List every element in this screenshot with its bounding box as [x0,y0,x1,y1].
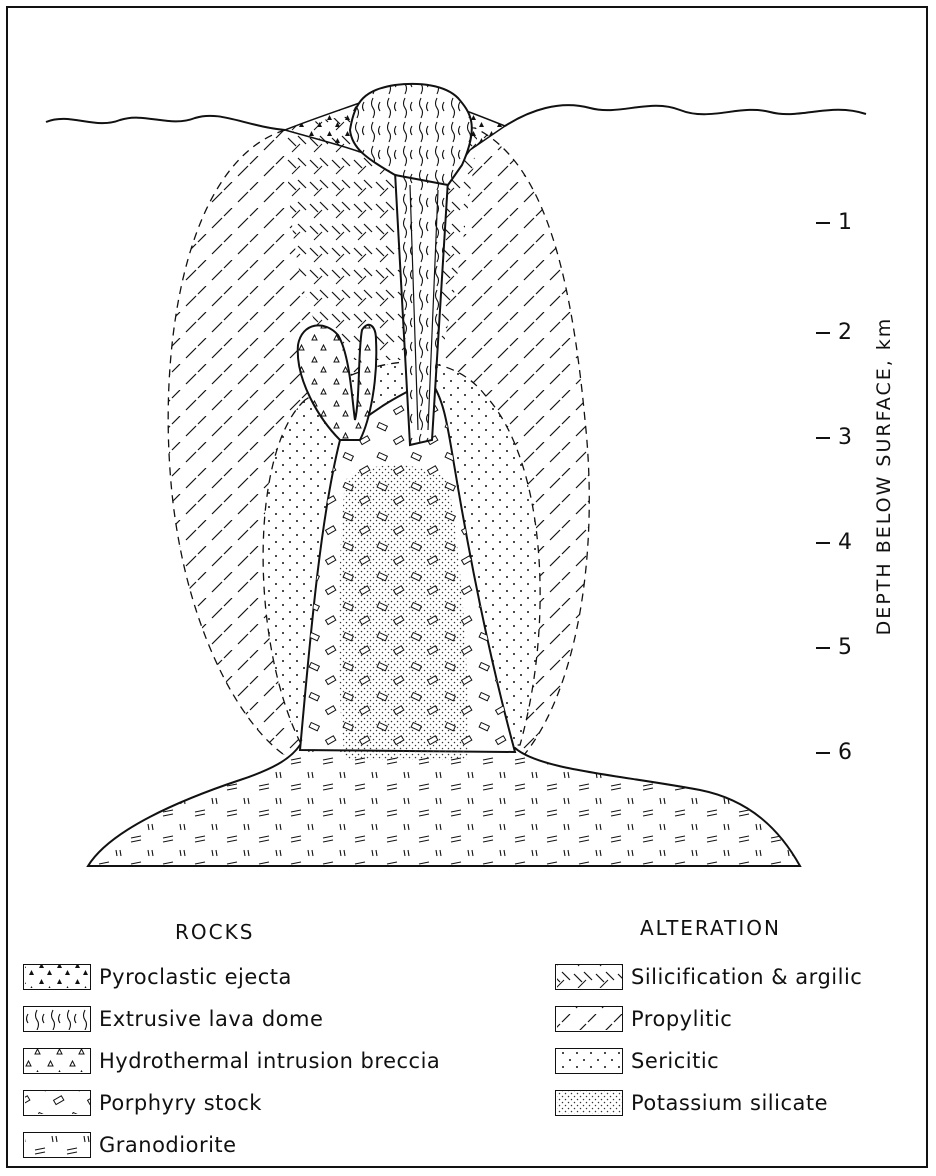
legend-item-pyroclastic-ejecta: Pyroclastic ejecta [23,962,292,992]
depth-tick-3: 3 [816,425,852,450]
depth-tick-1: 1 [816,210,852,235]
legend-item-granodiorite: Granodiorite [23,1130,237,1160]
legend-item-extrusive-lava-dome: Extrusive lava dome [23,1004,323,1034]
granodiorite-swatch [23,1132,91,1158]
pyroclastic-swatch [23,964,91,990]
alteration-legend-title: ALTERATION [640,916,781,940]
legend-item-sericitic: Sericitic [555,1046,719,1076]
breccia-swatch [23,1048,91,1074]
depth-tick-4: 4 [816,530,852,555]
porphyry-swatch [23,1090,91,1116]
potassium-silicate-swatch [555,1090,623,1116]
silicification-swatch [555,964,623,990]
legend-item-propylitic: Propylitic [555,1004,732,1034]
depth-tick-5: 5 [816,635,852,660]
sericitic-swatch [555,1048,623,1074]
rocks-legend-title: ROCKS [175,920,254,944]
legend-item-silicification: Silicification & argilic [555,962,862,992]
depth-tick-6: 6 [816,740,852,765]
lava-dome-swatch [23,1006,91,1032]
legend-item-potassium-silicate: Potassium silicate [555,1088,828,1118]
legend-item-porphyry-stock: Porphyry stock [23,1088,262,1118]
depth-axis-label: DEPTH BELOW SURFACE, km [873,317,895,636]
depth-tick-2: 2 [816,320,852,345]
legend-item-hydrothermal-breccia: Hydrothermal intrusion breccia [23,1046,440,1076]
propylitic-swatch [555,1006,623,1032]
